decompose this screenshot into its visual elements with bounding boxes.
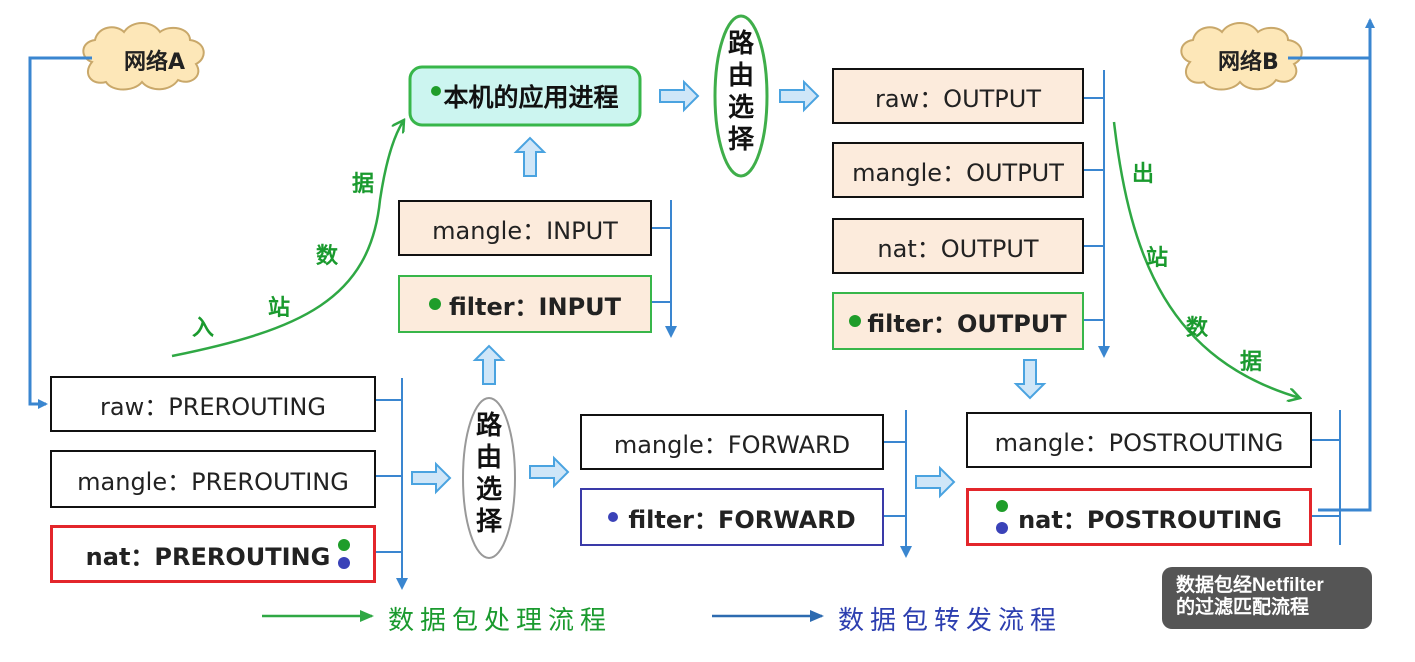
nat-postrouting-label: nat：POSTROUTING bbox=[1018, 505, 1282, 534]
hollow-arrows bbox=[411, 79, 1047, 499]
caption-badge: 数据包经Netfilter 的过滤匹配流程 bbox=[1162, 567, 1372, 629]
local-process-box bbox=[408, 65, 642, 127]
chain-raw-prerouting: raw：PREROUTING bbox=[50, 376, 376, 432]
filter-output-label: filter：OUTPUT bbox=[867, 309, 1067, 338]
chain-mangle-postrouting: mangle：POSTROUTING bbox=[966, 412, 1312, 468]
green-dot-icon bbox=[431, 86, 442, 96]
green-dot-icon bbox=[428, 298, 441, 310]
chain-mangle-output: mangle：OUTPUT bbox=[832, 142, 1084, 198]
inbound-char: 入 bbox=[192, 315, 215, 341]
badge-line-2: 的过滤匹配流程 bbox=[1176, 597, 1310, 618]
routing-char: 由 bbox=[727, 61, 754, 91]
local-process: 本机的应用进程 bbox=[414, 70, 636, 122]
inbound-curve bbox=[171, 120, 404, 358]
cloud-network-a bbox=[82, 22, 205, 91]
chain-nat-postrouting: nat：POSTROUTING bbox=[966, 488, 1312, 546]
chain-nat-prerouting: nat：PREROUTING bbox=[50, 525, 376, 583]
blue-dot-icon bbox=[338, 557, 351, 569]
outbound-curve bbox=[1112, 121, 1300, 398]
outbound-char: 数 bbox=[1186, 315, 1209, 341]
outbound-char: 出 bbox=[1132, 161, 1155, 187]
local-process-label: 本机的应用进程 bbox=[443, 83, 619, 112]
legend-processing: 数据包处理流程 bbox=[388, 606, 613, 636]
inbound-char: 据 bbox=[352, 171, 375, 197]
outbound-char: 站 bbox=[1146, 245, 1169, 271]
network-b-label: 网络B bbox=[1218, 50, 1279, 75]
outbound-char: 据 bbox=[1240, 349, 1263, 375]
chain-filter-forward: filter：FORWARD bbox=[580, 488, 884, 546]
routing-char: 路 bbox=[475, 411, 502, 441]
dot-group bbox=[338, 539, 351, 569]
chain-mangle-input: mangle：INPUT bbox=[398, 200, 652, 256]
chain-filter-output: filter：OUTPUT bbox=[832, 292, 1084, 350]
green-dot-icon bbox=[338, 539, 351, 551]
chain-mangle-forward: mangle：FORWARD bbox=[580, 414, 884, 470]
routing-oval-top bbox=[713, 14, 769, 178]
routing-text-bottom: 路 由 选 择 bbox=[469, 410, 509, 538]
inbound-char: 站 bbox=[268, 295, 291, 321]
forward-path-lines bbox=[28, 18, 1375, 512]
badge-line-1: 数据包经Netfilter bbox=[1176, 575, 1324, 596]
chain-filter-input: filter：INPUT bbox=[398, 275, 652, 333]
routing-char: 择 bbox=[727, 125, 754, 155]
network-a-label: 网络A bbox=[124, 50, 186, 75]
routing-char: 择 bbox=[475, 507, 502, 537]
chain-raw-output: raw：OUTPUT bbox=[832, 68, 1084, 124]
cloud-network-b bbox=[1180, 22, 1303, 91]
routing-char: 路 bbox=[727, 29, 754, 59]
blue-dot-icon bbox=[608, 512, 619, 522]
chain-nat-output: nat：OUTPUT bbox=[832, 218, 1084, 274]
routing-char: 选 bbox=[727, 93, 754, 123]
chain-mangle-prerouting: mangle：PREROUTING bbox=[50, 450, 376, 508]
routing-char: 选 bbox=[475, 475, 502, 505]
blue-dot-icon bbox=[996, 522, 1009, 534]
routing-text-top: 路 由 选 择 bbox=[721, 28, 761, 156]
inbound-char: 数 bbox=[316, 243, 339, 269]
green-dot-icon bbox=[996, 500, 1009, 512]
filter-forward-label: filter：FORWARD bbox=[628, 505, 856, 534]
routing-oval-bottom bbox=[462, 397, 516, 559]
dot-group bbox=[996, 500, 1009, 534]
chain-bracket-lines bbox=[376, 70, 1341, 582]
filter-input-label: filter：INPUT bbox=[448, 292, 622, 321]
legend-forwarding: 数据包转发流程 bbox=[838, 606, 1063, 636]
nat-prerouting-label: nat：PREROUTING bbox=[85, 542, 331, 571]
routing-char: 由 bbox=[475, 443, 502, 473]
green-dot-icon bbox=[849, 315, 862, 327]
bracket-arrowheads bbox=[396, 326, 1110, 590]
